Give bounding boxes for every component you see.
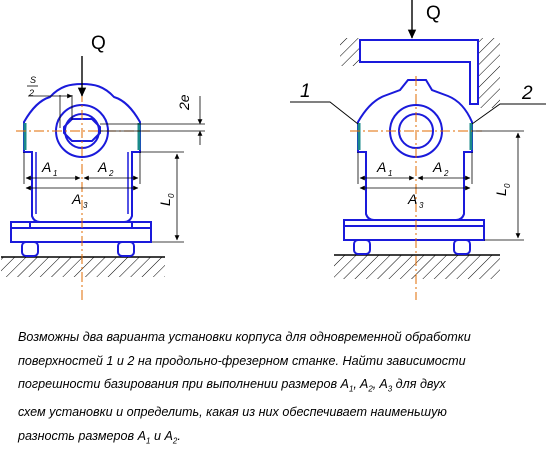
task-line-2: поверхностей 1 и 2 на продольно-фрезерно… — [18, 353, 466, 368]
svg-text:3: 3 — [83, 201, 88, 210]
surface-2-leader: 2 — [471, 83, 546, 125]
right-clamp-frame — [340, 38, 500, 108]
svg-text:A: A — [432, 159, 442, 175]
svg-text:A: A — [407, 191, 417, 207]
svg-text:A: A — [41, 159, 51, 175]
svg-text:L: L — [157, 198, 173, 206]
right-a1-a2-dimensions: A 1 A 2 — [357, 152, 473, 184]
svg-text:0: 0 — [167, 193, 176, 198]
right-a3-dimension: A 3 — [359, 185, 471, 210]
right-force-label: Q — [426, 3, 441, 24]
left-clearance-dimension: S 2 — [27, 75, 73, 128]
left-eccentricity-dimension: 2e — [100, 94, 205, 145]
svg-text:0: 0 — [503, 183, 512, 188]
left-support-rollers — [21, 241, 135, 257]
left-mandrel — [63, 118, 101, 142]
right-housing-body — [357, 79, 473, 221]
svg-text:1: 1 — [53, 169, 57, 178]
task-line-5: разность размеров A1 и A2. — [18, 428, 181, 446]
right-base-plate — [343, 219, 485, 241]
svg-text:S: S — [30, 75, 36, 85]
task-statement: Возможны два варианта установки корпуса … — [18, 326, 538, 453]
svg-text:2: 2 — [108, 169, 114, 178]
svg-text:A: A — [376, 159, 386, 175]
svg-text:2: 2 — [521, 83, 533, 104]
svg-text:A: A — [71, 191, 81, 207]
left-housing-foot-fillets — [35, 152, 129, 214]
left-l0-dimension: L 0 — [140, 151, 184, 243]
surface-1-leader: 1 — [290, 81, 359, 125]
task-line-3: погрешности базирования при выполнении р… — [18, 377, 446, 394]
svg-text:1: 1 — [388, 169, 392, 178]
right-machined-surfaces — [357, 123, 473, 150]
left-machine-table — [1, 256, 165, 277]
svg-text:2e: 2e — [176, 94, 192, 111]
left-machined-surfaces — [23, 123, 141, 150]
right-support-rollers — [353, 239, 471, 255]
svg-text:1: 1 — [300, 81, 311, 102]
left-force-label: Q — [91, 33, 106, 54]
left-a3-dimension: A 3 — [25, 185, 139, 210]
right-scheme: Q 1 2 A 1 A 2 A 3 — [290, 0, 546, 300]
task-line-4: схем установки и определить, какая из ни… — [18, 405, 447, 420]
left-housing-body — [23, 82, 141, 223]
svg-text:A: A — [97, 159, 107, 175]
right-l0-dimension: L 0 — [472, 130, 524, 241]
fixture-drawing: Q S 2 2e A 1 A 2 — [1, 0, 546, 300]
left-a1-a2-dimensions: A 1 A 2 — [23, 152, 141, 184]
svg-text:3: 3 — [419, 201, 424, 210]
task-line-1: Возможны два варианта установки корпуса … — [18, 330, 471, 344]
svg-text:L: L — [493, 188, 509, 196]
left-base-plate — [10, 221, 152, 243]
right-machine-table — [334, 254, 500, 279]
left-scheme: Q S 2 2e A 1 A 2 — [1, 33, 205, 300]
svg-text:2: 2 — [443, 169, 449, 178]
svg-text:2: 2 — [28, 88, 34, 98]
